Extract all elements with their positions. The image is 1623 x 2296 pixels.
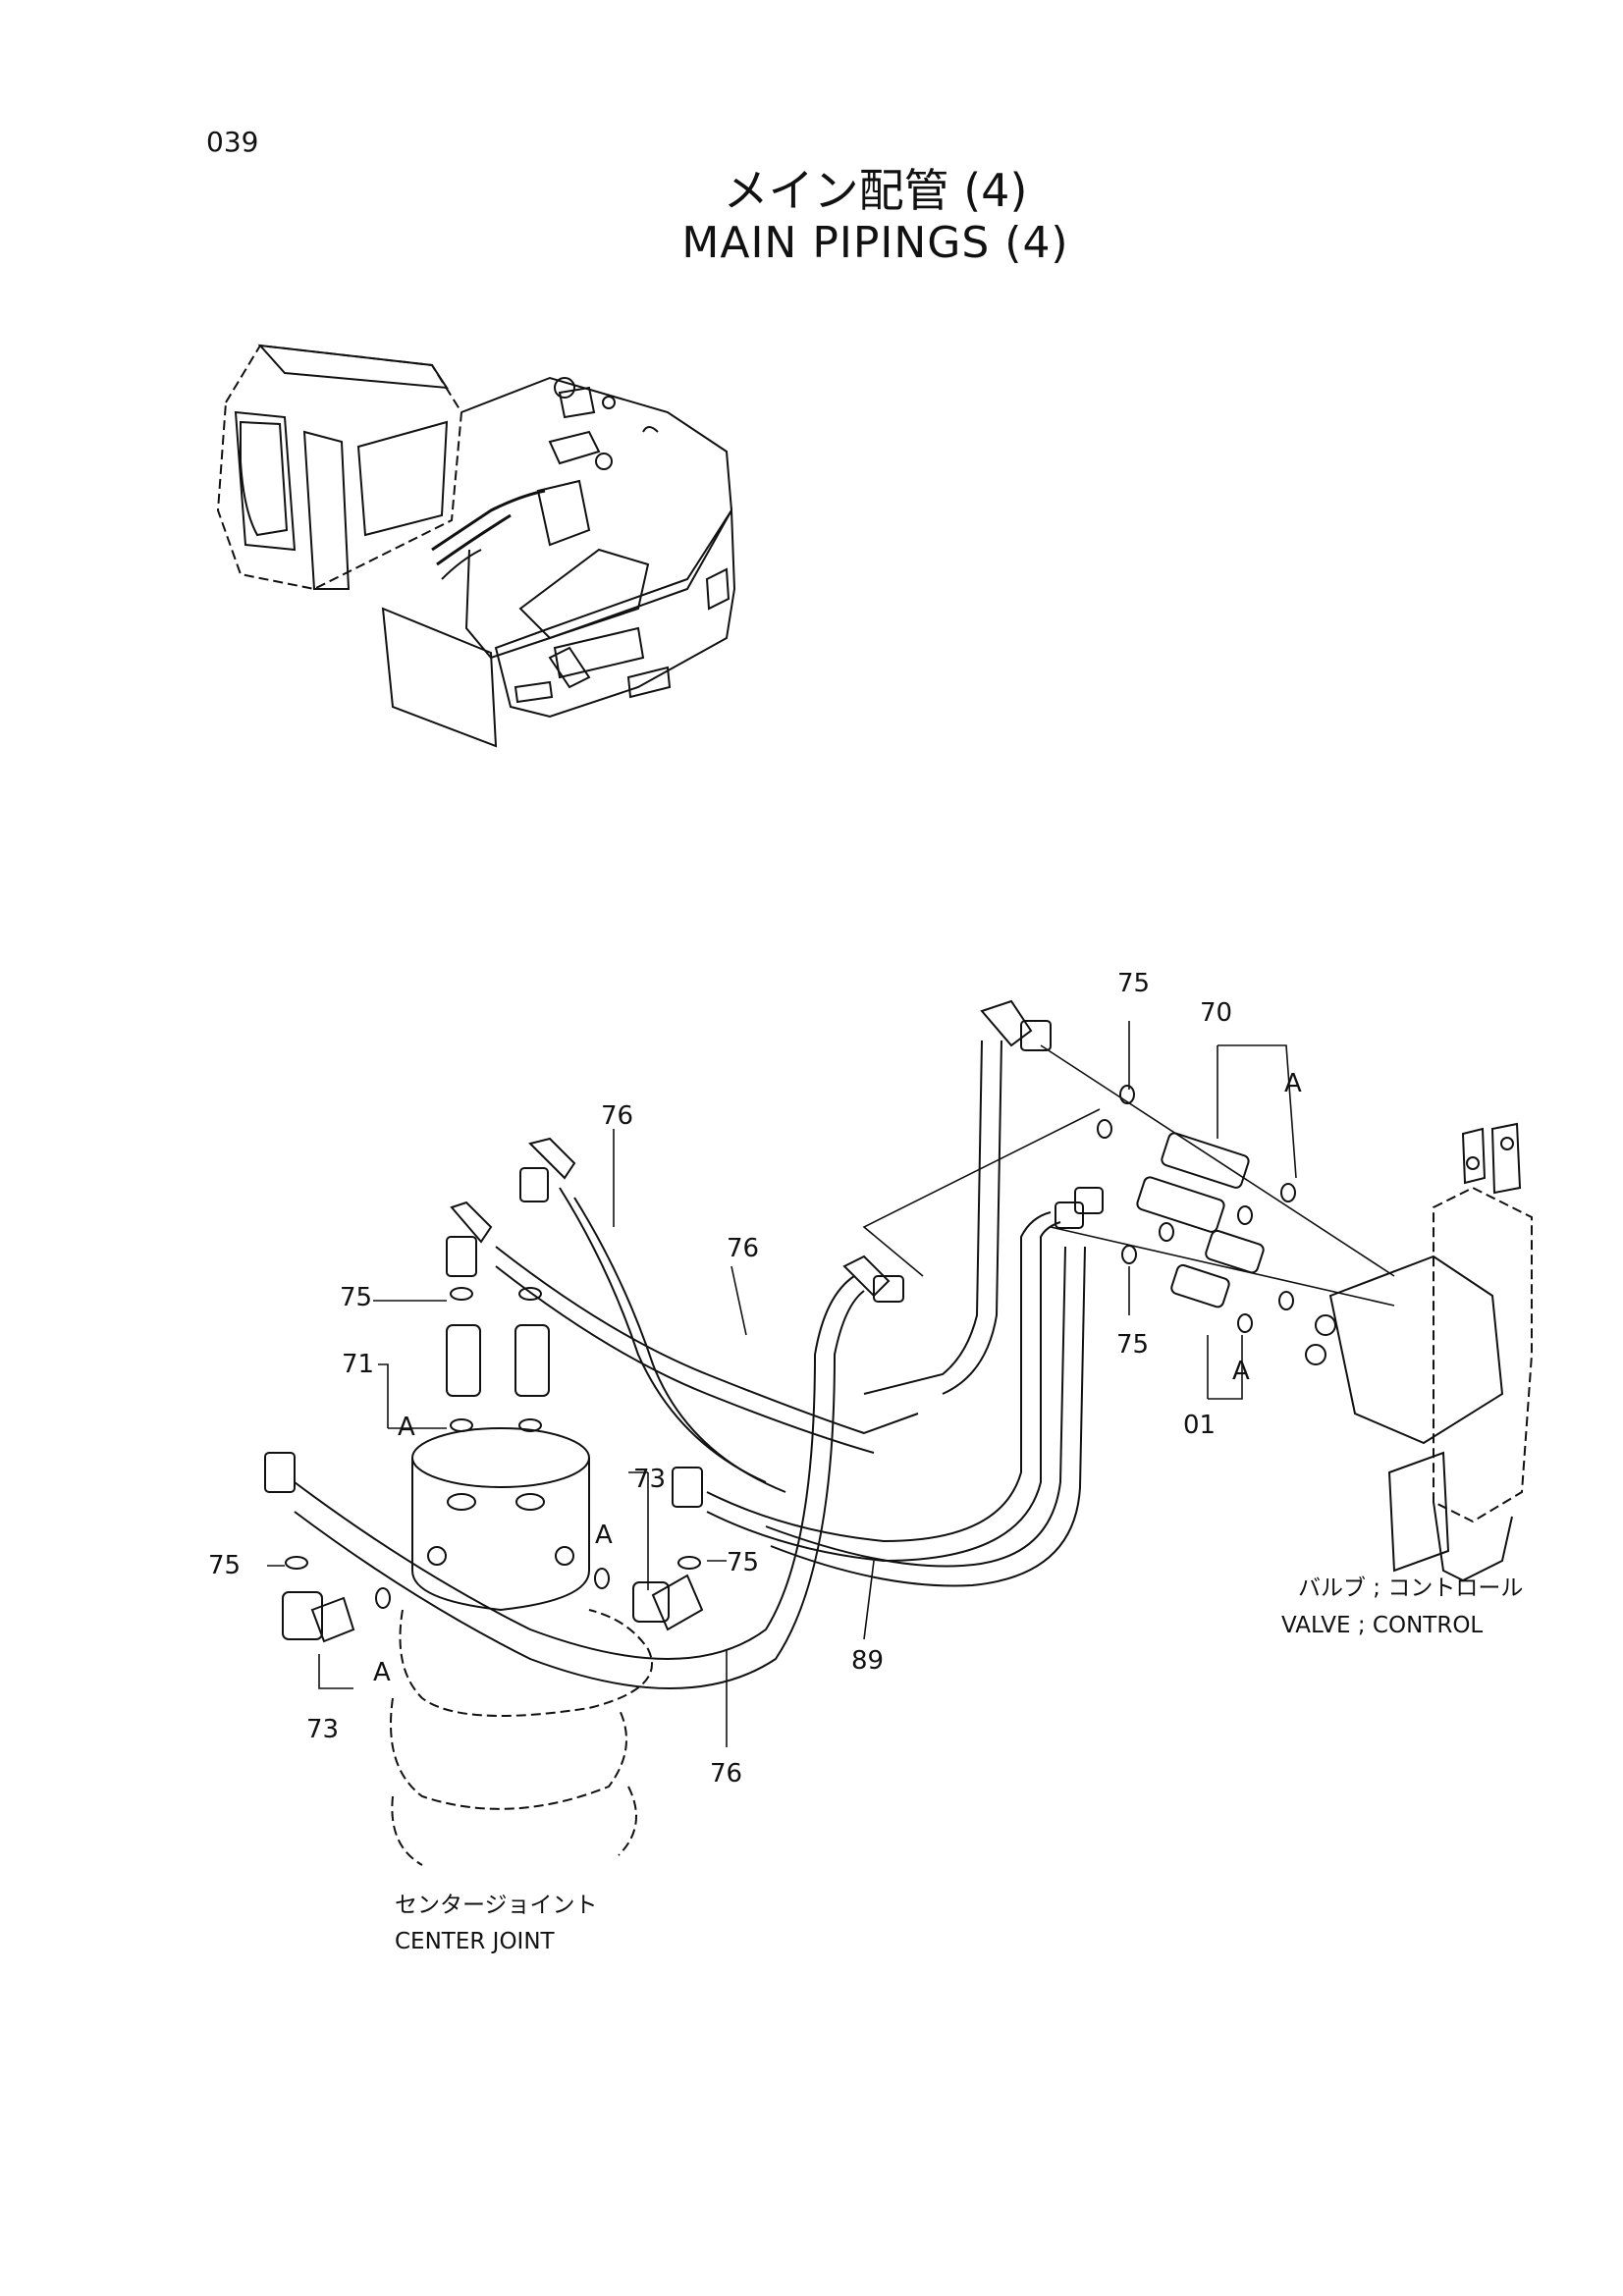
part-labels: バルブ ; コントロール VALVE ; CONTROL センタージョイント C… <box>395 1575 1523 1954</box>
callouts: 75 70 A 76 76 75 75 71 A A 01 73 A 75 75… <box>208 969 1302 1789</box>
callout-76: 76 <box>727 1234 759 1263</box>
fittings <box>264 999 1296 1643</box>
callout-A: A <box>1284 1069 1302 1098</box>
callout-01: 01 <box>1183 1411 1216 1440</box>
title-japanese: メイン配管 (4) <box>723 164 1028 217</box>
excavator-overview <box>216 344 736 748</box>
valve-label-en: VALVE ; CONTROL <box>1281 1613 1483 1638</box>
valve-label-jp: バルブ ; コントロール <box>1298 1575 1523 1601</box>
callout-73: 73 <box>306 1715 339 1744</box>
callout-75: 75 <box>1117 969 1150 998</box>
callout-70: 70 <box>1200 998 1232 1028</box>
joint-label-en: CENTER JOINT <box>395 1929 556 1954</box>
control-valve <box>1305 1122 1533 1582</box>
callout-A: A <box>595 1521 613 1550</box>
callout-75: 75 <box>208 1551 241 1580</box>
callout-A: A <box>373 1658 391 1687</box>
callout-89: 89 <box>851 1646 884 1676</box>
leader-lines <box>267 1021 1395 1747</box>
callout-76: 76 <box>710 1759 742 1789</box>
callout-75: 75 <box>1116 1330 1149 1360</box>
hoses <box>294 1040 1086 1689</box>
callout-76: 76 <box>601 1101 633 1131</box>
callout-75: 75 <box>727 1548 759 1577</box>
callout-71: 71 <box>342 1350 374 1379</box>
callout-A: A <box>1232 1357 1250 1386</box>
center-joint <box>390 1427 653 1866</box>
joint-label-jp: センタージョイント <box>395 1893 598 1918</box>
callout-A: A <box>398 1413 415 1442</box>
callout-75: 75 <box>340 1283 372 1312</box>
callout-73: 73 <box>633 1465 666 1494</box>
title-english: MAIN PIPINGS (4) <box>681 218 1069 268</box>
page-number: 039 <box>206 126 259 158</box>
